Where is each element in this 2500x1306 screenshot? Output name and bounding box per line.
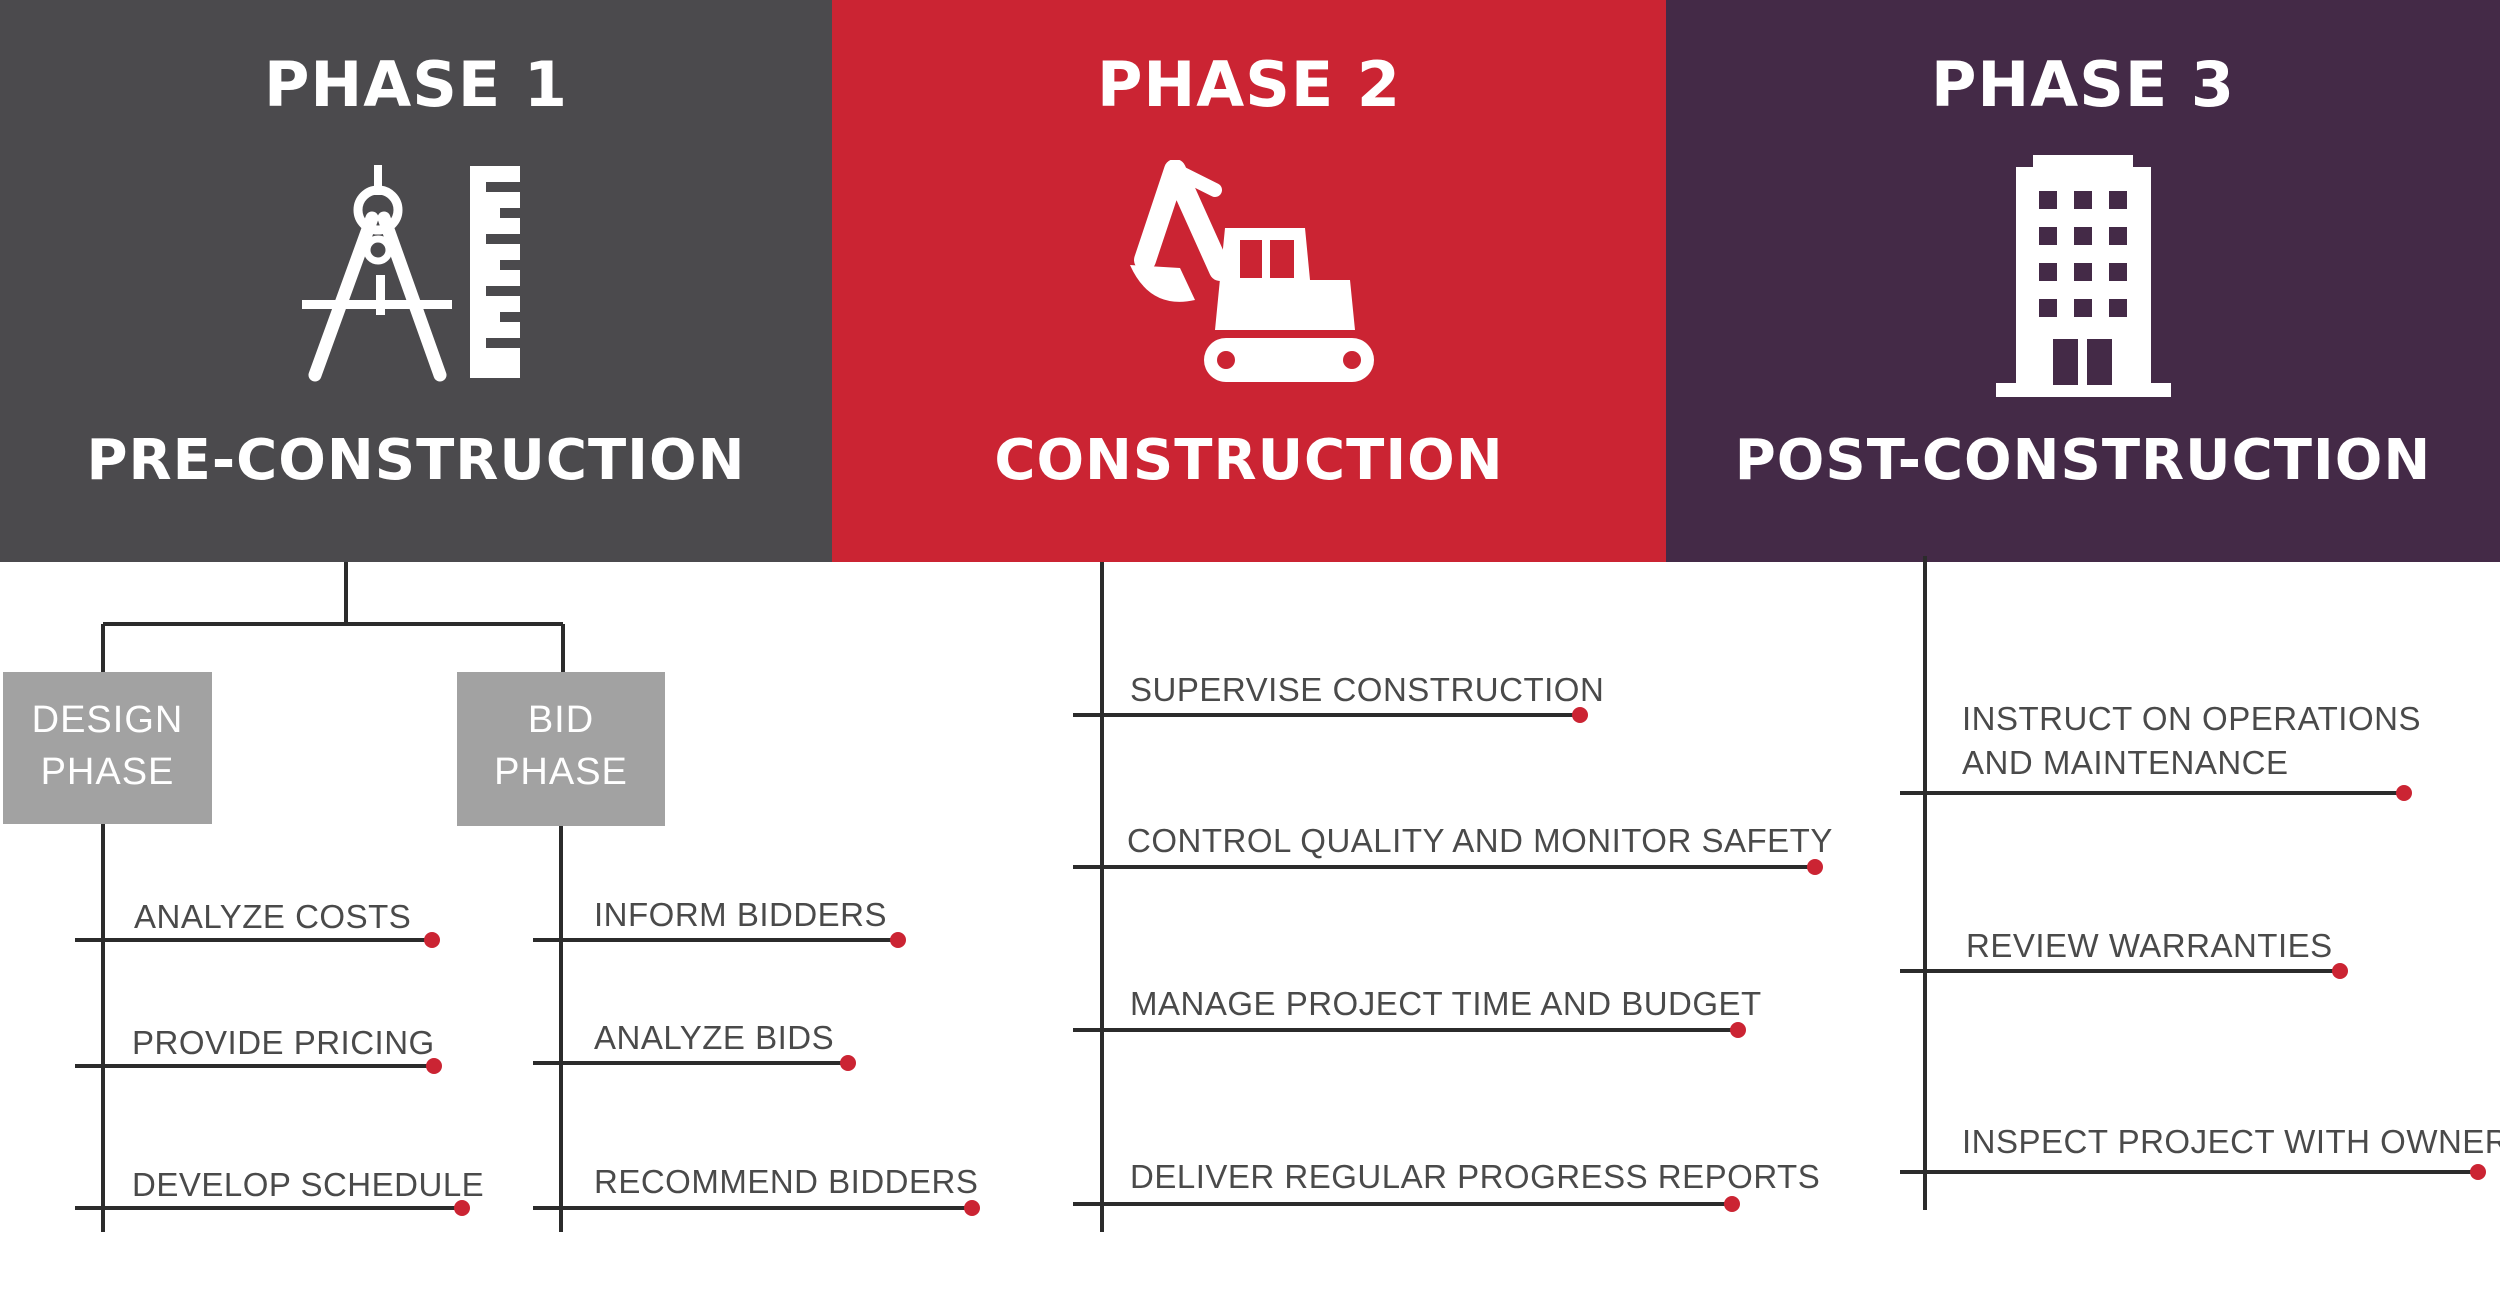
task-dot	[1807, 859, 1823, 875]
phase-3-panel: PHASE 3 POST-CONSTRUCTION	[1666, 0, 2500, 562]
task-dot	[2332, 963, 2348, 979]
task-manage-project: MANAGE PROJECT TIME AND BUDGET	[1130, 985, 1762, 1022]
phase-2-title: PHASE 2	[1096, 48, 1402, 121]
phase-1-title: PHASE 1	[263, 48, 569, 121]
task-dot	[964, 1200, 980, 1216]
phase-1-panel: PHASE 1 PRE-CONSTRU	[0, 0, 832, 562]
excavator-icon	[1120, 159, 1390, 390]
building-icon	[1996, 155, 2171, 400]
task-inspect-project: INSPECT PROJECT WITH OWNER	[1962, 1123, 2500, 1160]
task-instruct-operations: INSTRUCT ON OPERATIONS AND MAINTENANCE	[1962, 700, 2421, 781]
design-phase-label-line2: PHASE	[40, 751, 175, 793]
task-dot	[1572, 707, 1588, 723]
task-analyze-costs: ANALYZE COSTS	[134, 898, 412, 935]
task-dot	[2396, 785, 2412, 801]
task-develop-schedule: DEVELOP SCHEDULE	[132, 1166, 485, 1203]
task-inform-bidders: INFORM BIDDERS	[594, 896, 888, 933]
task-provide-pricing: PROVIDE PRICING	[132, 1024, 435, 1061]
task-dot	[1730, 1022, 1746, 1038]
drafting-compass-ruler-icon	[300, 160, 530, 390]
phase-1-name: PRE-CONSTRUCTION	[86, 428, 746, 493]
task-dot	[424, 932, 440, 948]
phase-2-name: CONSTRUCTION	[994, 428, 1504, 493]
task-control-quality: CONTROL QUALITY AND MONITOR SAFETY	[1127, 822, 1833, 859]
task-supervise-construction: SUPERVISE CONSTRUCTION	[1130, 671, 1605, 708]
task-dot	[2470, 1164, 2486, 1180]
task-dot	[1724, 1196, 1740, 1212]
phase-3-title: PHASE 3	[1930, 48, 2236, 121]
task-analyze-bids: ANALYZE BIDS	[594, 1019, 835, 1056]
task-dot	[426, 1058, 442, 1074]
bid-phase-label-line1: BID	[527, 699, 595, 741]
bid-phase-box: BID PHASE	[457, 672, 665, 826]
phase-3-name: POST-CONSTRUCTION	[1734, 428, 2432, 493]
task-review-warranties: REVIEW WARRANTIES	[1966, 927, 2333, 964]
design-phase-box: DESIGN PHASE	[3, 672, 212, 824]
task-dot	[454, 1200, 470, 1216]
task-dot	[890, 932, 906, 948]
bid-phase-label-line2: PHASE	[494, 751, 628, 793]
task-recommend-bidders: RECOMMEND BIDDERS	[594, 1163, 979, 1200]
task-deliver-reports: DELIVER REGULAR PROGRESS REPORTS	[1130, 1158, 1821, 1195]
task-dot	[840, 1055, 856, 1071]
phase-2-panel: PHASE 2 CONSTRUCTION	[832, 0, 1666, 562]
design-phase-label-line1: DESIGN	[31, 699, 184, 741]
